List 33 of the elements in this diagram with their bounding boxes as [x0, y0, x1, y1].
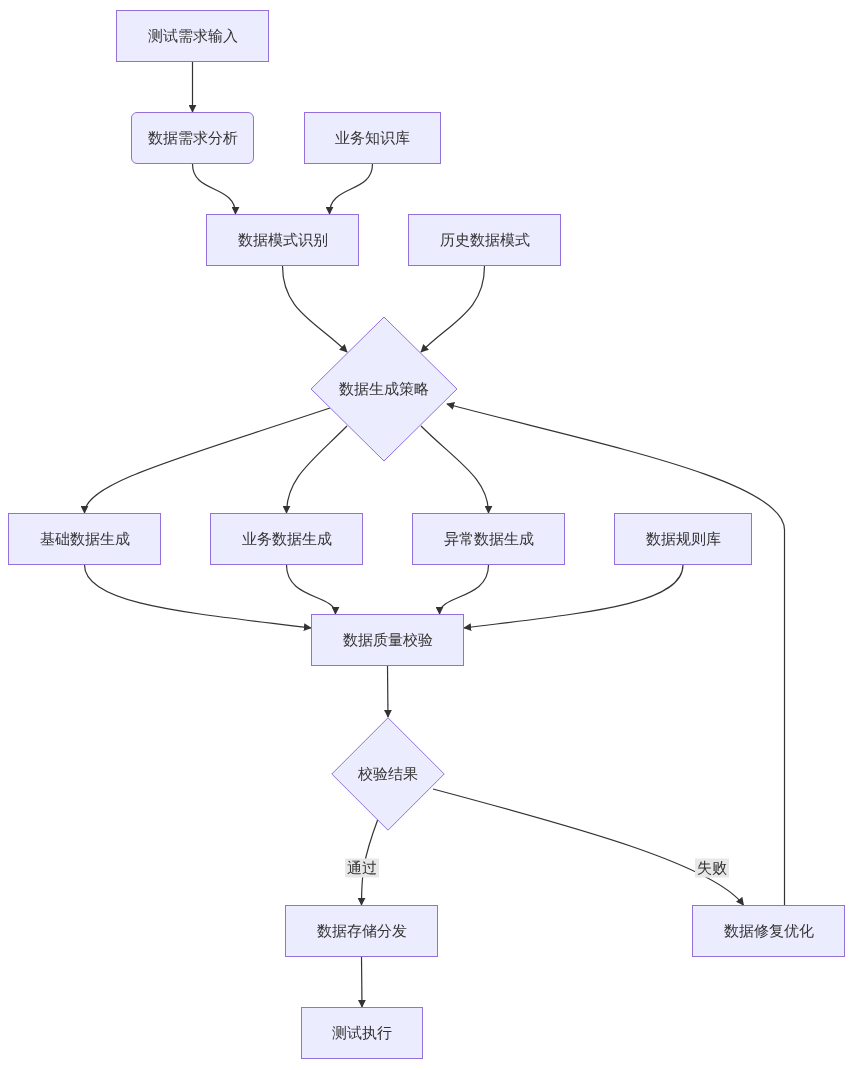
arrow [432, 788, 745, 906]
process-box: 数据存储分发 [285, 905, 438, 957]
arrow [191, 163, 239, 215]
process-box: 基础数据生成 [8, 513, 161, 565]
arrow [326, 163, 374, 215]
arrow [282, 425, 348, 514]
arrow [83, 564, 312, 632]
arrow [357, 956, 366, 1008]
arrow [383, 665, 392, 718]
arrow [420, 425, 492, 514]
process-box: 数据需求分析 [131, 112, 254, 164]
edge-label: 通过 [345, 858, 379, 878]
arrow [188, 61, 197, 113]
decision-diamond: 数据生成策略 [310, 316, 458, 462]
process-box: 数据模式识别 [206, 214, 359, 266]
arrow [420, 265, 486, 353]
process-box: 业务数据生成 [210, 513, 363, 565]
arrow [281, 265, 348, 353]
process-box: 异常数据生成 [412, 513, 565, 565]
process-box: 历史数据模式 [408, 214, 561, 266]
arrow [285, 564, 338, 615]
arrow [437, 564, 490, 615]
process-box: 业务知识库 [304, 112, 441, 164]
decision-diamond: 校验结果 [331, 717, 445, 831]
arrow [446, 401, 786, 906]
process-box: 数据修复优化 [692, 905, 845, 957]
arrow [82, 407, 331, 514]
process-box: 数据质量校验 [311, 614, 464, 666]
process-box: 数据规则库 [614, 513, 752, 565]
edge-label: 失败 [695, 858, 729, 878]
arrow [463, 564, 684, 632]
process-box: 测试执行 [301, 1007, 423, 1059]
process-box: 测试需求输入 [116, 10, 269, 62]
